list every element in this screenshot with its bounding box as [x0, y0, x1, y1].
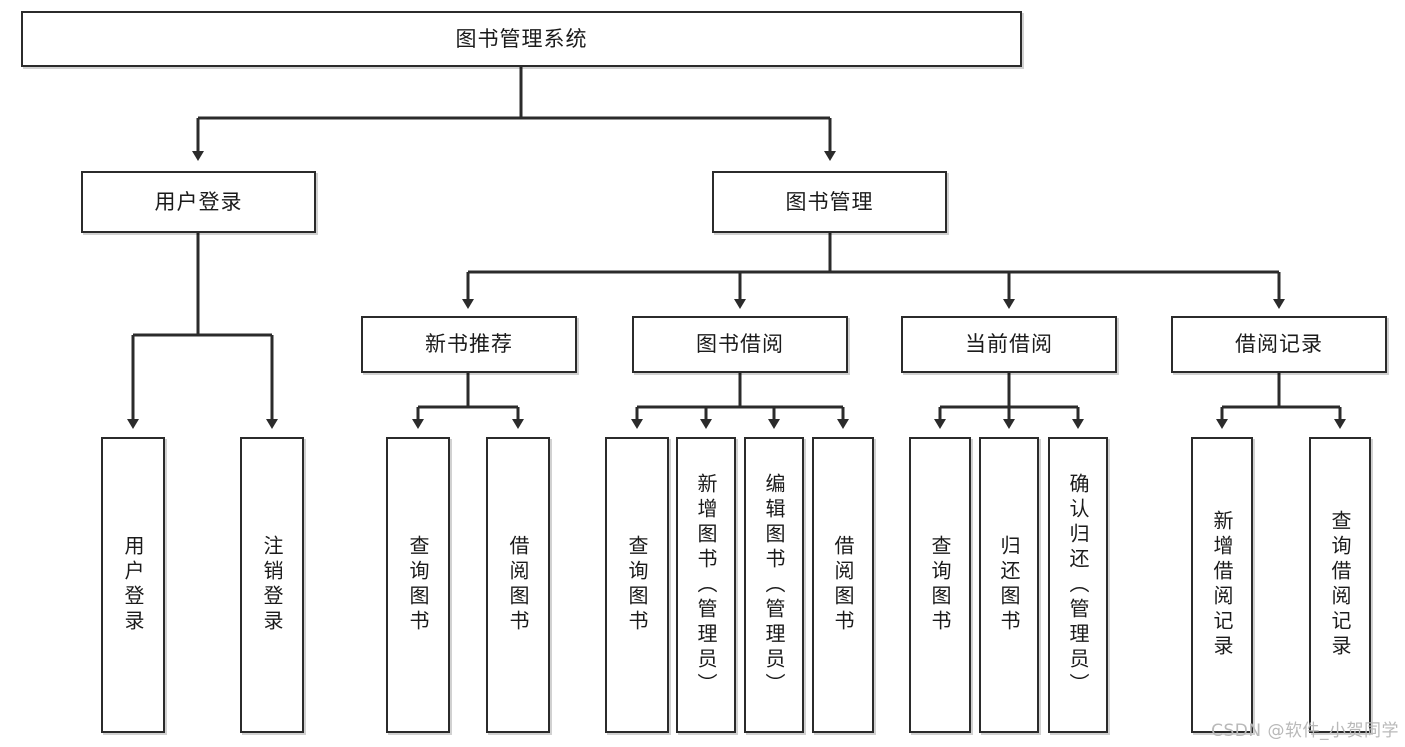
node-leaf-user-login[interactable]: 用户登录	[101, 437, 165, 733]
node-leaf-add-book[interactable]: 新增图书（管理员）	[676, 437, 736, 733]
node-leaf-return-book[interactable]: 归还图书	[979, 437, 1039, 733]
node-leaf-add-book-label: 新增图书（管理员）	[694, 472, 718, 698]
node-leaf-query-book-2[interactable]: 查询图书	[605, 437, 669, 733]
node-leaf-borrow-book-1-label: 借阅图书	[506, 535, 530, 635]
node-leaf-query-book-1[interactable]: 查询图书	[386, 437, 450, 733]
node-leaf-query-record[interactable]: 查询借阅记录	[1309, 437, 1371, 733]
node-leaf-logout-login[interactable]: 注销登录	[240, 437, 304, 733]
node-leaf-query-book-3[interactable]: 查询图书	[909, 437, 971, 733]
node-leaf-logout-login-label: 注销登录	[260, 535, 284, 635]
node-leaf-user-login-label: 用户登录	[121, 535, 145, 635]
node-leaf-confirm-return-label: 确认归还（管理员）	[1066, 472, 1090, 698]
node-user-login-label: 用户登录	[154, 189, 243, 214]
node-leaf-query-book-1-label: 查询图书	[406, 535, 430, 635]
node-book-borrow[interactable]: 图书借阅	[632, 316, 848, 373]
node-leaf-borrow-book-1[interactable]: 借阅图书	[486, 437, 550, 733]
node-borrow-record[interactable]: 借阅记录	[1171, 316, 1387, 373]
node-leaf-add-record[interactable]: 新增借阅记录	[1191, 437, 1253, 733]
node-leaf-confirm-return[interactable]: 确认归还（管理员）	[1048, 437, 1108, 733]
node-book-manage-label: 图书管理	[785, 189, 874, 214]
node-leaf-query-record-label: 查询借阅记录	[1328, 510, 1352, 660]
node-leaf-borrow-book-2[interactable]: 借阅图书	[812, 437, 874, 733]
node-root-label: 图书管理系统	[455, 26, 588, 51]
node-leaf-edit-book-label: 编辑图书（管理员）	[762, 472, 786, 698]
node-leaf-edit-book[interactable]: 编辑图书（管理员）	[744, 437, 804, 733]
node-leaf-add-record-label: 新增借阅记录	[1210, 510, 1234, 660]
node-leaf-borrow-book-2-label: 借阅图书	[831, 535, 855, 635]
node-book-manage[interactable]: 图书管理	[712, 171, 947, 233]
node-root[interactable]: 图书管理系统	[21, 11, 1022, 67]
node-borrow-record-label: 借阅记录	[1235, 332, 1323, 357]
node-current-borrow[interactable]: 当前借阅	[901, 316, 1117, 373]
node-leaf-return-book-label: 归还图书	[997, 535, 1021, 635]
node-new-book-rec[interactable]: 新书推荐	[361, 316, 577, 373]
node-book-borrow-label: 图书借阅	[696, 332, 784, 357]
node-current-borrow-label: 当前借阅	[965, 332, 1053, 357]
node-new-book-rec-label: 新书推荐	[425, 332, 513, 357]
node-leaf-query-book-3-label: 查询图书	[928, 535, 952, 635]
node-user-login[interactable]: 用户登录	[81, 171, 316, 233]
node-leaf-query-book-2-label: 查询图书	[625, 535, 649, 635]
